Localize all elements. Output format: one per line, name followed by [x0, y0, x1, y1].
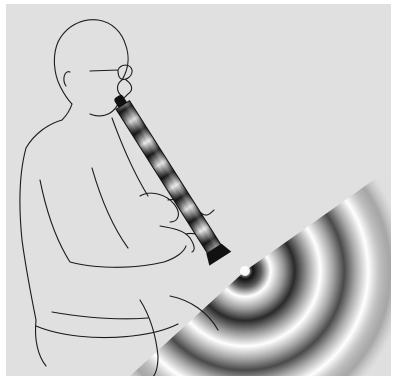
bell-emission-point — [240, 266, 250, 276]
